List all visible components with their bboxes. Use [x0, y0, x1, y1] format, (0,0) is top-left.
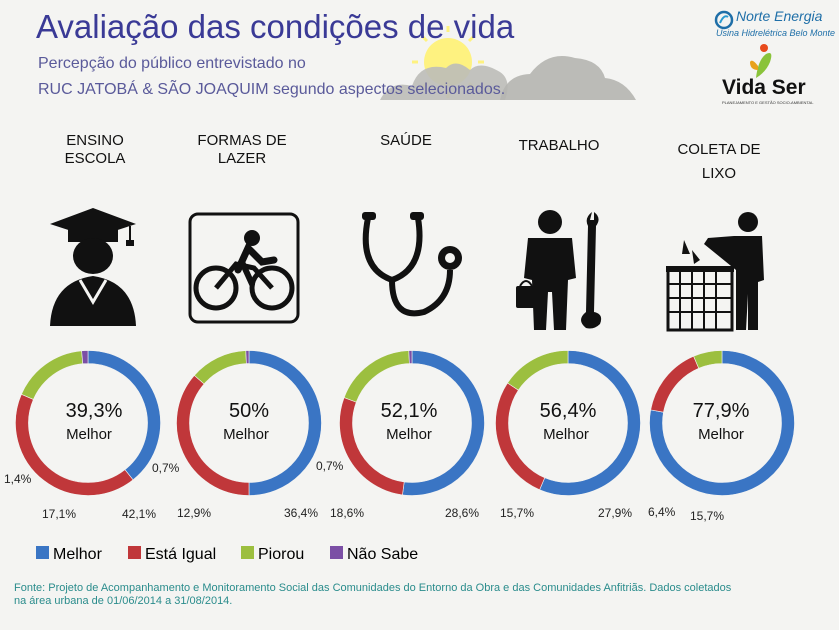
donut-4-center-label: Melhor [698, 426, 744, 443]
donut-3-slice-melhor [539, 350, 641, 496]
footer-line-2: na área urbana de 01/06/2014 a 31/08/201… [14, 595, 233, 607]
donut-2-nao-sabe-label: 0,7% [316, 459, 344, 473]
category-ensino-line1: ENSINO [66, 132, 124, 149]
category-coleta: COLETA DE LIXO [654, 138, 784, 186]
donut-1-center-label: Melhor [223, 426, 269, 443]
vida-ser-name: Vida Ser [722, 76, 806, 99]
donut-1-slice-melhor [248, 350, 322, 496]
donut-1-slice-piorou [193, 350, 247, 385]
legend-label-esta-igual: Está Igual [145, 546, 217, 563]
donut-0-slice-nao-sabe [81, 350, 89, 365]
donut-0-piorou-label: 17,1% [42, 507, 77, 521]
legend-label-melhor: Melhor [53, 546, 102, 563]
graduate-icon [50, 208, 136, 326]
donut-1-nao-sabe-label: 0,7% [152, 461, 180, 475]
norte-energia-subtitle: Usina Hidrelétrica Belo Monte [716, 28, 836, 38]
donut-0-center-value: 39,3% [65, 400, 123, 422]
worker-icon [516, 210, 602, 330]
category-trabalho: TRABALHO [494, 137, 624, 155]
donut-2-slice-melhor [402, 350, 485, 496]
subtitle-line-1: Percepção do público entrevistado no [38, 55, 306, 72]
category-trabalho-line1: TRABALHO [518, 137, 600, 154]
donut-4-piorou-label: 6,4% [648, 505, 676, 519]
donut-1-slice-nao-sabe [245, 350, 250, 364]
donut-4-slice-piorou [693, 350, 723, 369]
category-saude-line1: SAÚDE [380, 132, 432, 149]
donut-2-piorou-label: 18,6% [330, 506, 365, 520]
donut-3-piorou-label: 15,7% [500, 506, 535, 520]
subtitle-line-2: RUC JATOBÁ & SÃO JOAQUIM segundo aspecto… [38, 81, 506, 98]
donut-1-piorou-label: 12,9% [177, 506, 212, 520]
category-lazer: FORMAS DE LAZER [177, 132, 307, 168]
category-saude: SAÚDE [341, 132, 471, 150]
category-lazer-line1: FORMAS DE [197, 132, 287, 149]
category-coleta-line2: LIXO [701, 165, 737, 182]
donut-3-center-value: 56,4% [539, 400, 597, 422]
donut-4-esta-igual-label: 15,7% [690, 509, 725, 523]
legend-label-nao-sabe: Não Sabe [347, 546, 419, 563]
donut-3-esta-igual-label: 27,9% [598, 506, 633, 520]
page-title: Avaliação das condições de vida [36, 8, 515, 45]
donut-4-slice-melhor [649, 350, 795, 496]
stethoscope-icon [362, 212, 462, 317]
donut-0-center-label: Melhor [66, 426, 112, 443]
donut-2-slice-nao-sabe [408, 350, 413, 364]
category-ensino: ENSINO ESCOLA [30, 132, 160, 168]
donut-3-center-label: Melhor [543, 426, 589, 443]
category-coleta-line1: COLETA DE [677, 141, 761, 158]
cyclist-icon [188, 212, 300, 324]
norte-energia-logo-icon [714, 10, 734, 30]
footer-line-1: Fonte: Projeto de Acompanhamento e Monit… [14, 582, 732, 594]
donut-1-center-value: 50% [228, 400, 270, 422]
source-footer: Fonte: Projeto de Acompanhamento e Monit… [14, 582, 774, 608]
trash-icon [666, 212, 764, 332]
donut-0-nao-sabe-label: 1,4% [4, 472, 32, 486]
norte-energia-name: Norte Energia [736, 8, 823, 24]
donut-3-slice-piorou [507, 350, 569, 391]
legend-swatch-piorou [241, 546, 254, 559]
legend-swatch-esta-igual [128, 546, 141, 559]
donut-1-esta-igual-label: 36,4% [284, 506, 319, 520]
vida-ser-logo-icon [750, 44, 772, 78]
donut-0-slice-piorou [21, 350, 84, 400]
vida-ser-subtitle: PLANEJAMENTO E GESTÃO SOCIO-AMBIENTAL [722, 100, 814, 105]
donut-2-esta-igual-label: 28,6% [445, 506, 480, 520]
category-ensino-line2: ESCOLA [64, 150, 126, 167]
donut-2-center-label: Melhor [386, 426, 432, 443]
category-lazer-line2: LAZER [217, 150, 267, 167]
donut-0-esta-igual-label: 42,1% [122, 507, 157, 521]
legend-swatch-nao-sabe [330, 546, 343, 559]
legend-swatch-melhor [36, 546, 49, 559]
legend-label-piorou: Piorou [258, 546, 305, 563]
donut-4-center-value: 77,9% [692, 400, 750, 422]
donut-2-slice-piorou [343, 350, 410, 403]
donut-2-center-value: 52,1% [380, 400, 438, 422]
